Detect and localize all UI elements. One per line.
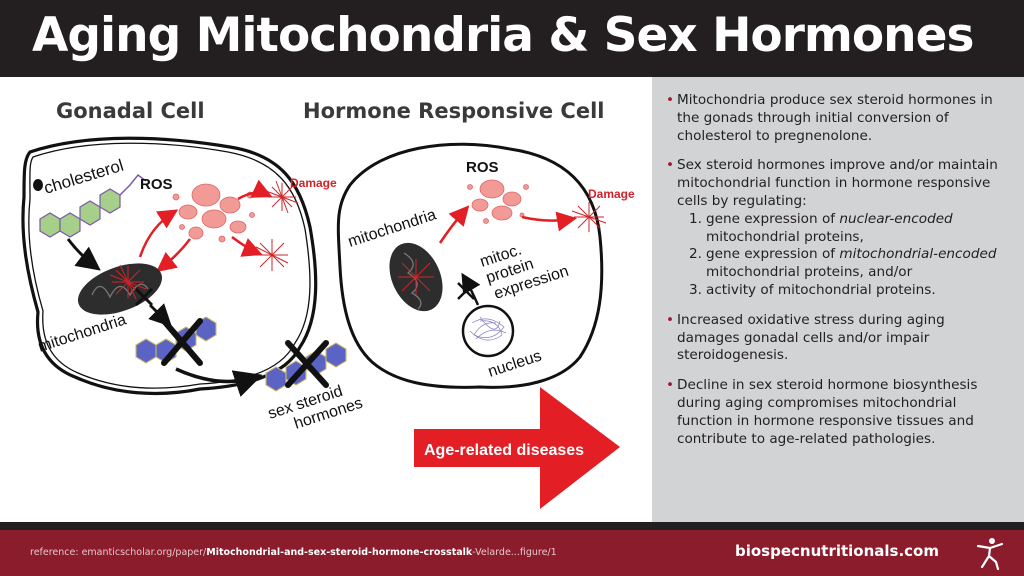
bullet-3-text: Increased oxidative stress during aging …: [677, 311, 945, 364]
subitem-3-num: 3.: [689, 281, 702, 298]
footer: reference: emanticscholar.org/paper/Mito…: [0, 530, 1024, 576]
ros-right-label: ROS: [466, 159, 499, 176]
mitochondria-right-label: mitochondria: [346, 206, 438, 251]
bullet-dot: •: [666, 311, 675, 328]
pregnenolone-molecule: [135, 316, 217, 364]
arrow-ros-to-damage-1: [237, 179, 273, 201]
cholesterol-molecule: [39, 188, 121, 238]
blocked-x-small: [134, 287, 154, 307]
bullet-4-text: Decline in sex steroid hormone biosynthe…: [677, 377, 978, 447]
arrow-cholesterol-to-mito: [66, 238, 101, 271]
subitem-3-pre: activity of mitochondrial proteins.: [706, 281, 936, 298]
mitochondrion-right-cristae: [403, 252, 422, 310]
subitem-3: 3.activity of mitochondrial proteins.: [677, 282, 1010, 300]
damage-left-label: Damage: [290, 176, 337, 190]
damage-right-label: Damage: [588, 187, 635, 201]
arrow-mito-to-ros-right: [438, 205, 470, 244]
arrow-ros-to-mito-left: [156, 238, 191, 273]
arrow-nucleus-to-mito: [461, 272, 481, 306]
reference-suffix: -Velarde...figure/1: [472, 547, 557, 558]
subitem-2-num: 2.: [689, 246, 702, 263]
runner-figure-icon: [976, 538, 1004, 570]
subitem-1-pre: gene expression of: [706, 210, 840, 227]
subitem-1: 1.gene expression of nuclear-encoded mit…: [677, 211, 1010, 247]
subitem-1-num: 1.: [689, 210, 702, 227]
bullet-2: • Sex steroid hormones improve and/or ma…: [666, 157, 1010, 299]
arrow-ros-to-damage-right: [521, 211, 577, 232]
page-title: Aging Mitochondria & Sex Hormones: [32, 8, 974, 63]
bullet-1-text: Mitochondria produce sex steroid hormone…: [677, 92, 993, 144]
blocked-x-large-left: [161, 318, 203, 366]
subitem-2-em: mitochondrial-encoded: [839, 246, 997, 263]
brand-name[interactable]: biospecnutritionals.com: [735, 542, 939, 560]
diagram-svg: Gonadal Cell Hormone Responsive Cell cho…: [21, 99, 635, 509]
footer-divider: [0, 522, 1024, 530]
title-bar: Aging Mitochondria & Sex Hormones: [0, 0, 1024, 77]
mito-right-damage-burst: [398, 259, 434, 295]
cholesterol-dot: [33, 179, 43, 191]
bullet-dot: •: [666, 157, 675, 174]
reference-prefix: reference: emanticscholar.org/paper/: [30, 547, 207, 558]
reference-link[interactable]: reference: emanticscholar.org/paper/Mito…: [30, 547, 557, 558]
hormone-responsive-cell-heading: Hormone Responsive Cell: [303, 99, 605, 123]
bullet-4: • Decline in sex steroid hormone biosynt…: [666, 377, 1010, 448]
arrow-mito-to-ros-left: [138, 209, 179, 258]
bullet-2-text: Sex steroid hormones improve and/or main…: [677, 157, 998, 209]
subitem-1-em: nuclear-encoded: [839, 210, 953, 227]
bullet-2-sublist: 1.gene expression of nuclear-encoded mit…: [677, 211, 1010, 300]
age-related-diseases-label: Age-related diseases: [424, 442, 584, 459]
bullet-dot: •: [666, 92, 675, 108]
arrow-ros-to-damage-2: [231, 235, 263, 257]
mitochondria-left-label: mitochondria: [36, 311, 128, 356]
subitem-1-post: mitochondrial proteins,: [706, 228, 864, 245]
ros-right-cluster: [467, 179, 529, 224]
bullet-1: • Mitochondria produce sex steroid hormo…: [666, 92, 1010, 145]
age-related-diseases-arrow: [414, 387, 620, 509]
mitochondrion-left-cristae: [91, 283, 149, 299]
blocked-x-right: [457, 282, 475, 300]
reference-bold: Mitochondrial-and-sex-steroid-hormone-cr…: [206, 547, 473, 558]
blocked-x-large-right: [285, 340, 329, 388]
subitem-2-post: mitochondrial proteins, and/or: [706, 264, 913, 281]
nucleus-chromatin: [469, 316, 507, 341]
bullet-dot: •: [666, 377, 675, 394]
subitem-2: 2.gene expression of mitochondrial-encod…: [677, 246, 1010, 282]
subitem-2-pre: gene expression of: [706, 246, 840, 263]
mito-left-damage-burst: [109, 264, 147, 300]
damage-right-burst: [571, 202, 607, 232]
side-panel: • Mitochondria produce sex steroid hormo…: [652, 77, 1024, 522]
bullet-3: • Increased oxidative stress during agin…: [666, 312, 1010, 365]
responsive-cell-outline: [336, 142, 604, 389]
arrow-pregnenolone-to-hormones: [175, 367, 263, 397]
cholesterol-tail: [119, 173, 147, 196]
ros-left-label: ROS: [140, 176, 173, 193]
diagram: Gonadal Cell Hormone Responsive Cell cho…: [0, 77, 652, 522]
gonadal-cell-heading: Gonadal Cell: [56, 99, 205, 123]
damage-left-burst-2: [255, 239, 289, 271]
ros-left-cluster: [167, 183, 255, 243]
